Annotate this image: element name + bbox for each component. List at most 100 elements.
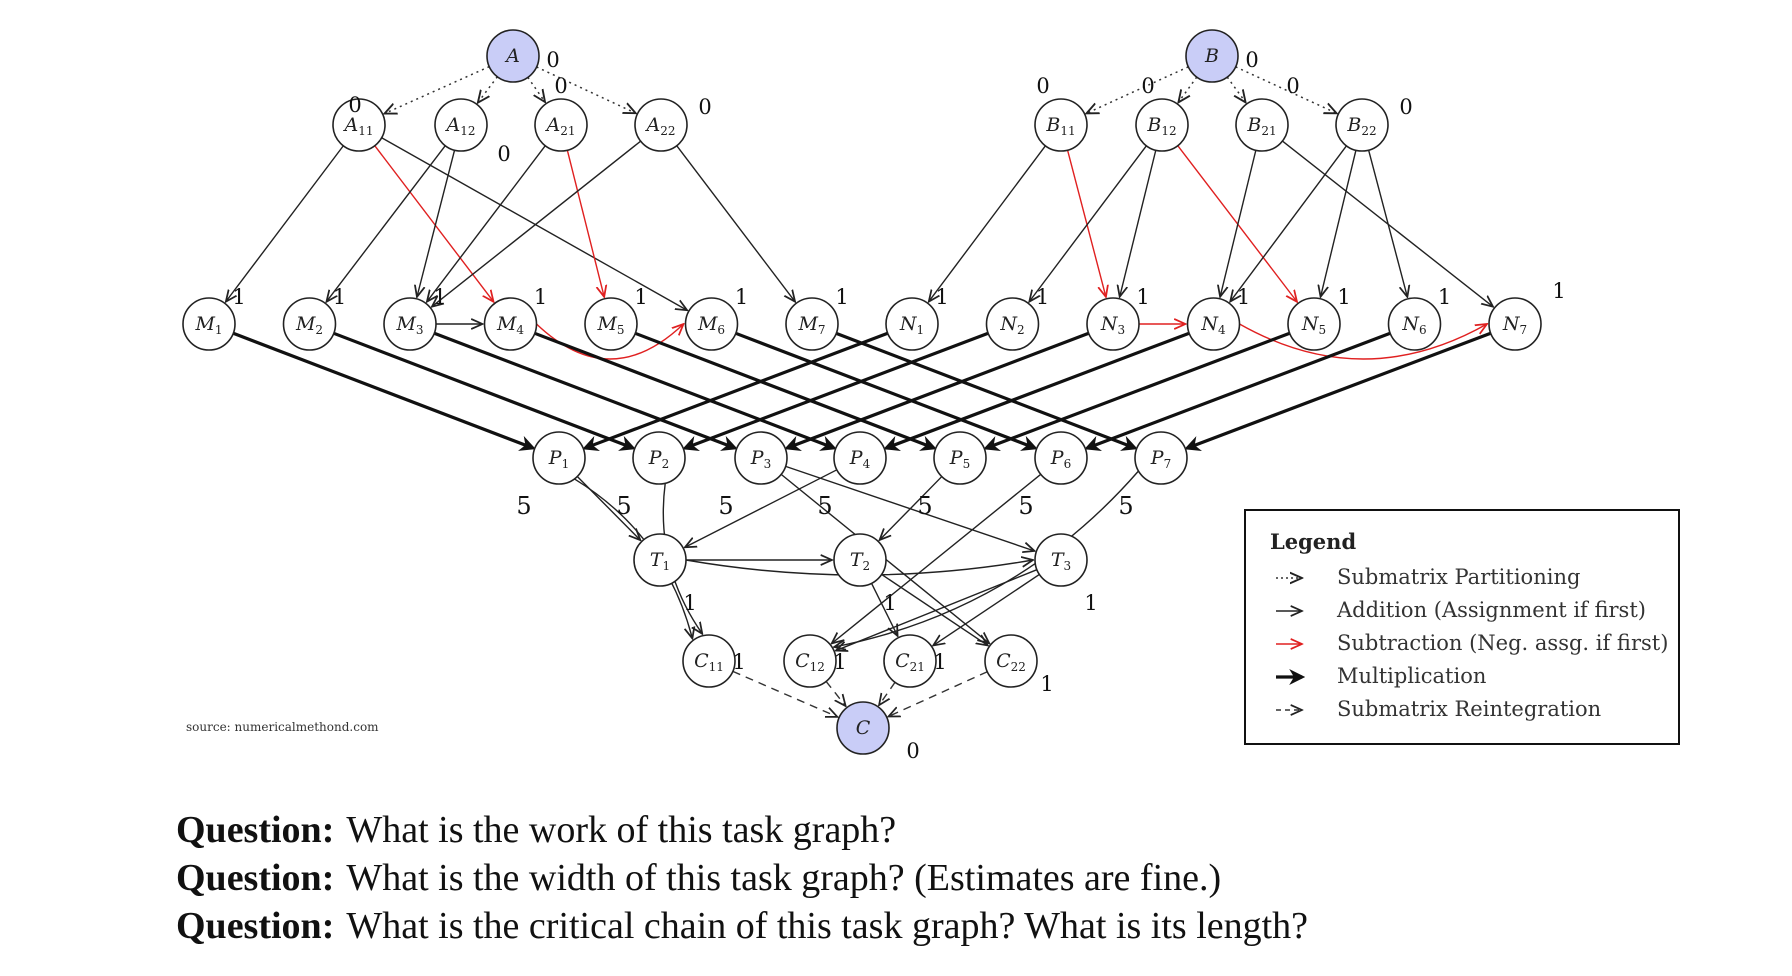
question-1: Question:What is the work of this task g… (176, 806, 1736, 854)
node-label-P3: P3 (750, 447, 771, 471)
node-label-subscript: 11 (1060, 124, 1075, 138)
node-M2: M2 (282, 297, 337, 351)
legend-border (1244, 509, 1680, 745)
node-label-N1: N1 (899, 313, 924, 337)
node-label-C12: C12 (795, 650, 825, 674)
edge-A21-to-M3 (427, 145, 546, 302)
node-A11: A11 (332, 98, 386, 152)
weight-P3: 5 (718, 492, 733, 520)
node-circle-C12 (783, 634, 837, 688)
legend-label-mult: Multiplication (1337, 664, 1486, 688)
node-circle-M4 (483, 297, 538, 351)
node-label-M1: M1 (194, 313, 222, 337)
weight-N2: 1 (1036, 285, 1049, 309)
weight-P7: 5 (1118, 492, 1133, 520)
node-circle-M2 (282, 297, 337, 351)
node-label-subscript: 2 (315, 323, 323, 337)
weight-B11: 0 (1036, 74, 1049, 98)
edge-M3-to-P3 (433, 331, 738, 451)
node-circle-B21 (1235, 98, 1289, 152)
node-circle-C21 (883, 634, 937, 688)
node-label-C: C (856, 717, 871, 739)
node-label-M6: M6 (697, 313, 725, 337)
weight-C: 0 (906, 739, 919, 763)
node-label-M2: M2 (295, 313, 323, 337)
node-label-main: M (596, 313, 617, 335)
node-N7: N7 (1488, 297, 1542, 351)
node-label-main: M (295, 313, 316, 335)
node-label-main: N (1200, 313, 1219, 335)
weight-N4: 1 (1237, 285, 1250, 309)
node-C: C (836, 701, 890, 755)
node-label-P6: P6 (1050, 447, 1071, 471)
edge-N4-to-N7 (1239, 324, 1488, 360)
weight-C11: 1 (732, 650, 745, 674)
node-label-main: C (996, 650, 1011, 672)
edge-B-to-B11 (1086, 66, 1189, 114)
node-circle-A (486, 29, 540, 83)
node-label-subscript: 4 (863, 457, 871, 471)
node-label-A11: A11 (342, 114, 373, 138)
node-label-A: A (504, 45, 520, 67)
edge-M5-to-P5 (634, 331, 937, 451)
node-label-subscript: 3 (1064, 559, 1072, 573)
edge-N5-to-P5 (983, 331, 1291, 452)
weight-T1: 1 (683, 591, 696, 615)
node-A22: A22 (634, 98, 688, 152)
edge-C22-to-C (889, 671, 988, 717)
node-label-N6: N6 (1401, 313, 1426, 337)
node-circle-C (836, 701, 890, 755)
source-note: source: numericalmethond.com (186, 720, 379, 734)
edge-M4-to-P4 (534, 331, 837, 451)
node-label-N7: N7 (1502, 313, 1527, 337)
node-label-B12: B12 (1146, 114, 1176, 138)
question-label: Question: (176, 809, 335, 851)
node-N4: N4 (1186, 297, 1241, 351)
node-circle-T3 (1034, 533, 1088, 587)
questions-block: Question:What is the work of this task g… (176, 806, 1736, 950)
node-M5: M5 (584, 297, 638, 351)
legend-label-add: Addition (Assignment if first) (1336, 598, 1646, 622)
node-circle-P7 (1134, 431, 1188, 485)
node-label-M3: M3 (395, 313, 423, 337)
legend-label-reint: Submatrix Reintegration (1337, 697, 1601, 721)
weight-A11: 0 (348, 93, 361, 117)
edge-B22-to-N5 (1321, 150, 1357, 297)
node-A12: A12 (434, 98, 488, 152)
weight-N7: 1 (1552, 279, 1565, 303)
question-label: Question: (176, 857, 335, 899)
node-label-main: C (895, 650, 910, 672)
node-label-subscript: 6 (1064, 457, 1072, 471)
node-circle-A12 (434, 98, 488, 152)
node-circle-N3 (1086, 297, 1140, 351)
edge-A21-to-M5 (566, 150, 604, 297)
node-circle-M5 (584, 297, 638, 351)
edge-B12-to-N2 (1029, 145, 1147, 302)
node-label-subscript: 5 (963, 457, 971, 471)
node-N3: N3 (1086, 297, 1140, 351)
edge-B22-to-N4 (1230, 145, 1348, 302)
node-P1: P1 (532, 431, 586, 485)
node-N5: N5 (1287, 297, 1341, 351)
node-M4: M4 (483, 297, 538, 351)
node-label-A12: A12 (444, 114, 475, 138)
edge-C21-to-C (879, 681, 896, 705)
node-circle-P4 (833, 431, 887, 485)
question-2: Question:What is the width of this task … (176, 854, 1736, 902)
node-label-subscript: 12 (460, 124, 475, 138)
node-label-subscript: 12 (810, 660, 825, 674)
node-T1: T1 (633, 533, 687, 587)
node-label-main: B (1045, 114, 1060, 136)
weight-C22: 1 (1040, 672, 1053, 696)
node-T2: T2 (833, 533, 887, 587)
node-label-main: A (644, 114, 660, 136)
node-label-subscript: 12 (1161, 124, 1176, 138)
weight-M4: 1 (534, 285, 547, 309)
node-P7: P7 (1134, 431, 1188, 485)
node-label-subscript: 2 (1017, 323, 1025, 337)
node-label-main: M (194, 313, 215, 335)
node-label-main: N (899, 313, 918, 335)
